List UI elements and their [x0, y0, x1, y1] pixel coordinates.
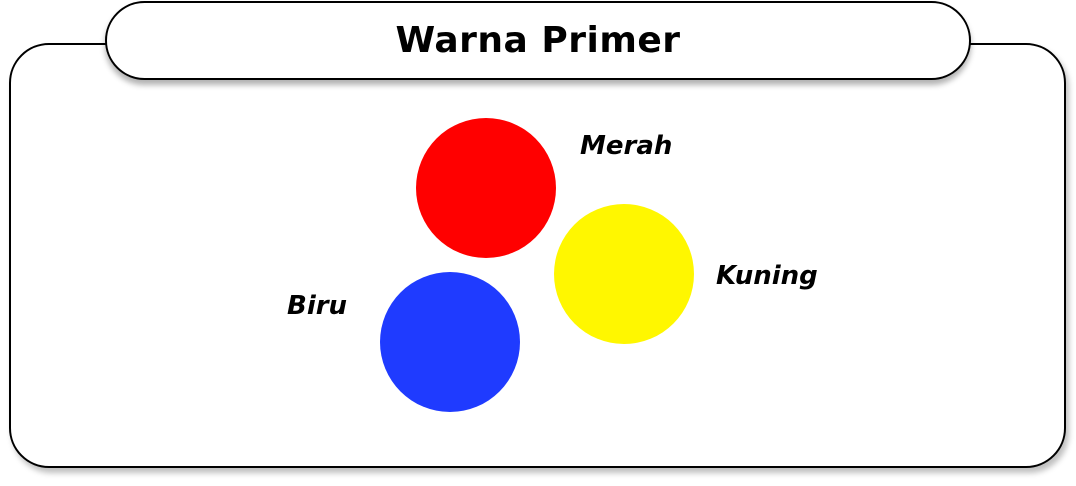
red-color-label: Merah: [580, 131, 673, 161]
yellow-color-label: Kuning: [716, 261, 818, 291]
red-color-circle: [416, 118, 556, 258]
blue-color-circle: [380, 272, 520, 412]
yellow-color-circle: [554, 204, 694, 344]
blue-color-label: Biru: [287, 291, 348, 321]
diagram-title: Warna Primer: [395, 20, 681, 61]
content-frame: [9, 43, 1066, 468]
title-banner: Warna Primer: [105, 1, 971, 80]
